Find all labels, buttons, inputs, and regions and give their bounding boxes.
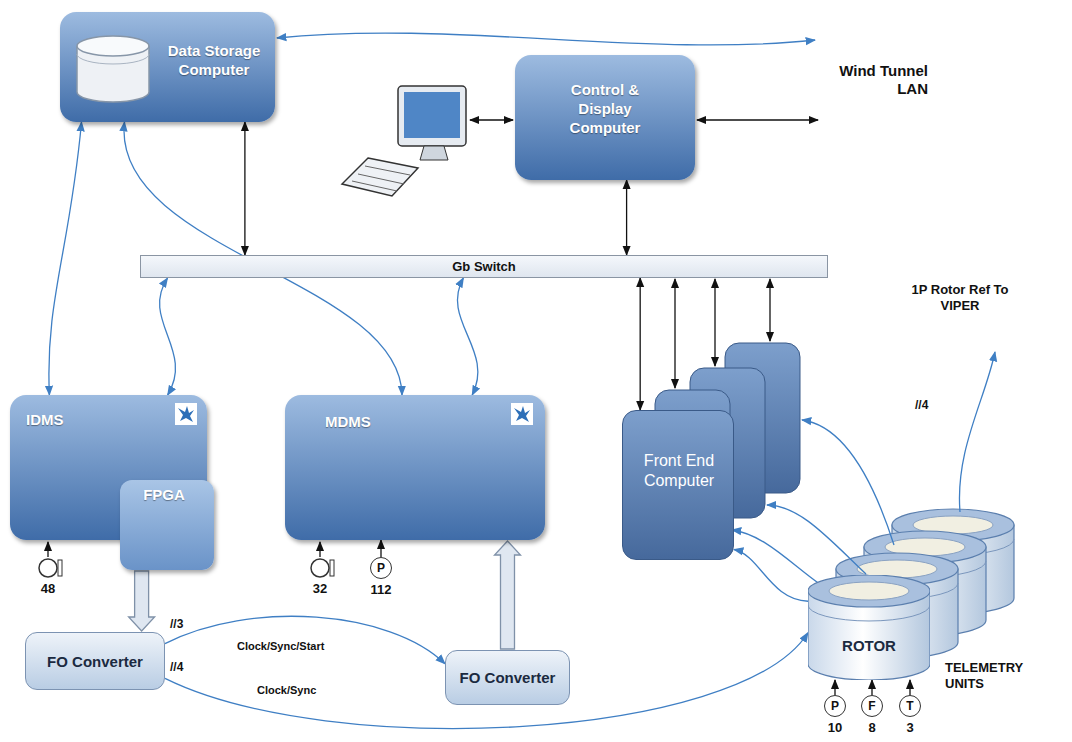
node-text: Control & Display Computer [550,81,660,137]
connector [871,680,872,695]
front-end-computer-box: Front End Computer [622,410,734,560]
icon [511,403,533,425]
signal-label: Clock/Sync/Start [235,640,326,652]
node-text: MDMS [325,413,425,432]
workstation-icon [342,86,466,196]
connector [244,122,245,255]
link-arrow [674,279,675,388]
rotor-telemetry-unit: ROTOR [808,575,936,680]
sensor-count: 8 [857,720,887,736]
icon [74,34,152,106]
force-sensor: F [861,695,883,717]
icon [175,403,197,425]
connector [380,540,381,557]
connector [165,633,808,729]
microphone-sensor [39,542,62,577]
bus-arrow [129,571,155,631]
idms-box: IDMS FPGA [10,395,207,540]
link-arrow [959,352,995,512]
link-arrow [767,505,866,574]
node-text: FPGA [120,486,208,505]
connector [734,550,808,602]
control-computer-box: Control & Display Computer [515,55,695,180]
fo-converter-box: FO Converter [445,650,570,705]
signal-label: Clock/Sync [255,684,318,696]
node-text: ROTOR [808,637,930,656]
link-arrow [470,119,513,120]
signal-label: 1P Rotor Ref To VIPER [905,282,1015,313]
node-text: Front End Computer [631,451,727,491]
network-label: Wind Tunnel LAN [818,62,928,98]
link-arrow [697,119,818,120]
link-arrow [769,279,770,341]
connector [160,278,176,395]
bus-arrow [495,541,521,649]
storage-computer-box: Data Storage Computer [60,12,275,122]
link-arrow [802,420,894,545]
link-arrow [277,33,815,45]
sensor-count: 10 [820,720,850,736]
network-switch-band: Gb Switch [140,255,828,278]
temperature-sensor: T [899,695,921,717]
sensor-count: 32 [305,581,335,597]
mdms-box: MDMS [285,395,545,540]
node-text: Gb Switch [452,259,516,274]
sensor-count: 112 [366,582,396,598]
pressure-sensor: P [824,695,846,717]
node-text: Data Storage Computer [160,42,268,80]
connector [457,278,477,395]
connector [834,680,835,695]
channel-count: //3 [170,617,200,631]
channel-count: //4 [915,398,945,412]
connector [49,122,82,395]
microphone-sensor [311,542,334,577]
channel-count: //4 [170,660,200,674]
fpga-box: FPGA [120,480,214,570]
connector [165,616,445,663]
node-text: P [831,699,839,713]
connector [626,180,627,255]
node-text: IDMS [26,411,106,430]
connector [909,680,910,695]
fo-converter-box: FO Converter [25,632,165,690]
node-text: FO Converter [460,669,556,686]
link-arrow [714,279,715,366]
unit-label: TELEMETRY UNITS [945,660,1045,691]
sensor-count: 48 [33,581,63,597]
sensor-count: 3 [895,720,925,736]
node-text: FO Converter [47,653,143,670]
pressure-sensor: P [370,557,392,579]
connector [640,278,641,410]
node-text: F [868,699,875,713]
node-text: T [906,699,913,713]
node-text: P [377,561,385,575]
